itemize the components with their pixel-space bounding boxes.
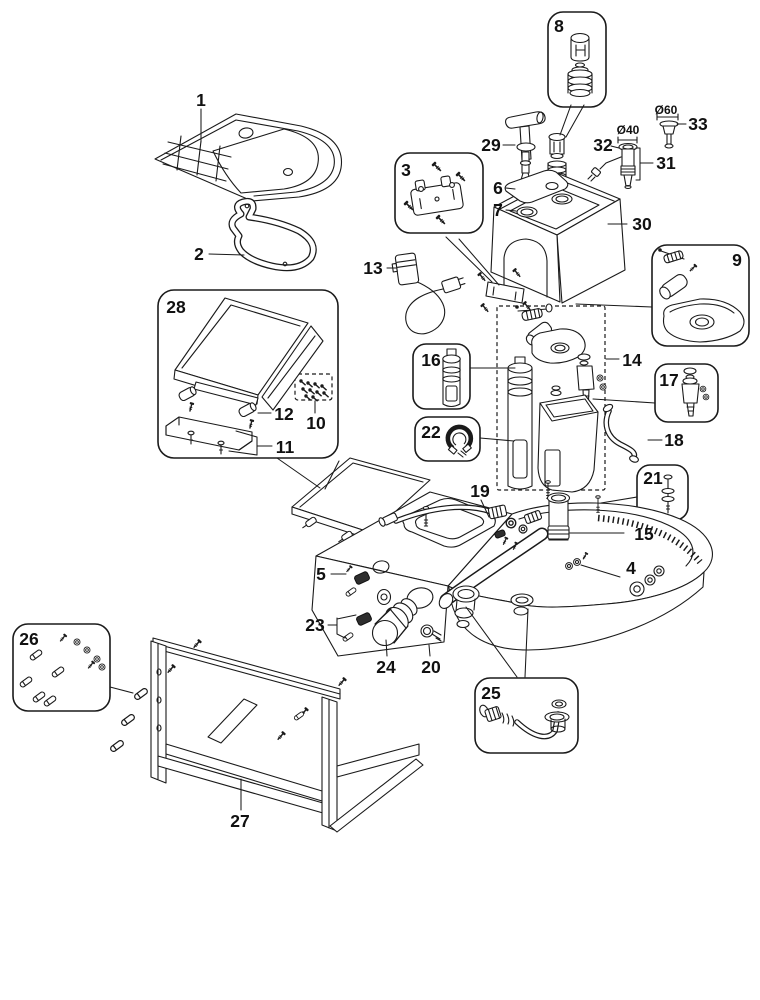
part-label-24: 24 <box>376 657 396 677</box>
seat-platform <box>291 457 431 543</box>
part-9-pump-assembly <box>658 248 745 343</box>
part-number-labels: 1234567891011121314151617181920212223242… <box>19 16 742 831</box>
part-32-drain-fitting <box>587 136 638 190</box>
part-label-3: 3 <box>401 160 411 180</box>
part-label-30: 30 <box>632 214 652 234</box>
dimension-label-Ø60: Ø60 <box>655 103 678 117</box>
part-label-17: 17 <box>659 370 678 390</box>
part-label-9: 9 <box>732 250 742 270</box>
part-label-15: 15 <box>634 524 654 544</box>
part-24-cap <box>371 588 418 647</box>
part-label-27: 27 <box>230 811 249 831</box>
part-4-washers <box>629 565 665 597</box>
part-28-seat-lid-assembly <box>165 297 330 455</box>
part-label-1: 1 <box>196 90 206 110</box>
part-label-21: 21 <box>643 468 663 488</box>
dashed-box-10 <box>294 373 333 401</box>
part-label-29: 29 <box>481 135 501 155</box>
part-label-18: 18 <box>664 430 684 450</box>
part-label-13: 13 <box>363 258 383 278</box>
part-label-7: 7 <box>493 200 503 220</box>
part-label-4: 4 <box>626 558 636 578</box>
tank-mount-bracket <box>476 266 533 315</box>
part-1-top-panel <box>154 113 343 202</box>
part-18-hose <box>602 403 639 463</box>
part-5-fitting <box>344 564 370 598</box>
part-33-blanking-plug <box>656 113 679 149</box>
part-label-31: 31 <box>656 153 676 173</box>
part-label-20: 20 <box>421 657 441 677</box>
part-20-screw <box>420 624 442 642</box>
part-label-26: 26 <box>19 629 39 649</box>
part-label-23: 23 <box>305 615 325 635</box>
part-16-valve-cylinder <box>442 348 461 408</box>
part-25-drain-hose <box>479 699 570 740</box>
part-label-8: 8 <box>554 16 564 36</box>
part-label-25: 25 <box>481 683 501 703</box>
part-30-flush-tank <box>476 169 626 315</box>
part-label-33: 33 <box>688 114 708 134</box>
part-23-fitting <box>341 612 372 643</box>
part-27-mounting-frame <box>150 637 424 833</box>
part-17-valve <box>681 367 710 417</box>
part-14-flush-mechanism <box>507 303 607 499</box>
part-label-16: 16 <box>421 350 441 370</box>
part-2-gasket <box>228 197 317 272</box>
part-21-screw <box>661 474 675 514</box>
part-label-12: 12 <box>274 404 294 424</box>
main-body <box>311 491 713 657</box>
part-8-flush-button <box>567 32 593 98</box>
part-label-14: 14 <box>622 350 642 370</box>
leader-lines <box>109 104 687 811</box>
part-label-6: 6 <box>493 178 503 198</box>
part-label-10: 10 <box>306 413 326 433</box>
part-label-32: 32 <box>593 135 613 155</box>
part-13-cable <box>391 252 466 335</box>
part-label-11: 11 <box>276 437 295 457</box>
part-label-19: 19 <box>470 481 490 501</box>
frame-pins <box>108 686 150 754</box>
part-6-cover-plate <box>504 169 569 204</box>
part-31-bracket-line <box>635 147 641 181</box>
dimension-label-Ø40: Ø40 <box>617 123 640 137</box>
part-22-clamp <box>445 424 474 458</box>
part-label-5: 5 <box>316 564 326 584</box>
part-label-22: 22 <box>421 422 441 442</box>
part-29-handle <box>505 111 546 181</box>
part-3-mounting-bracket <box>402 160 468 227</box>
part-label-28: 28 <box>166 297 186 317</box>
part-label-2: 2 <box>194 244 204 264</box>
